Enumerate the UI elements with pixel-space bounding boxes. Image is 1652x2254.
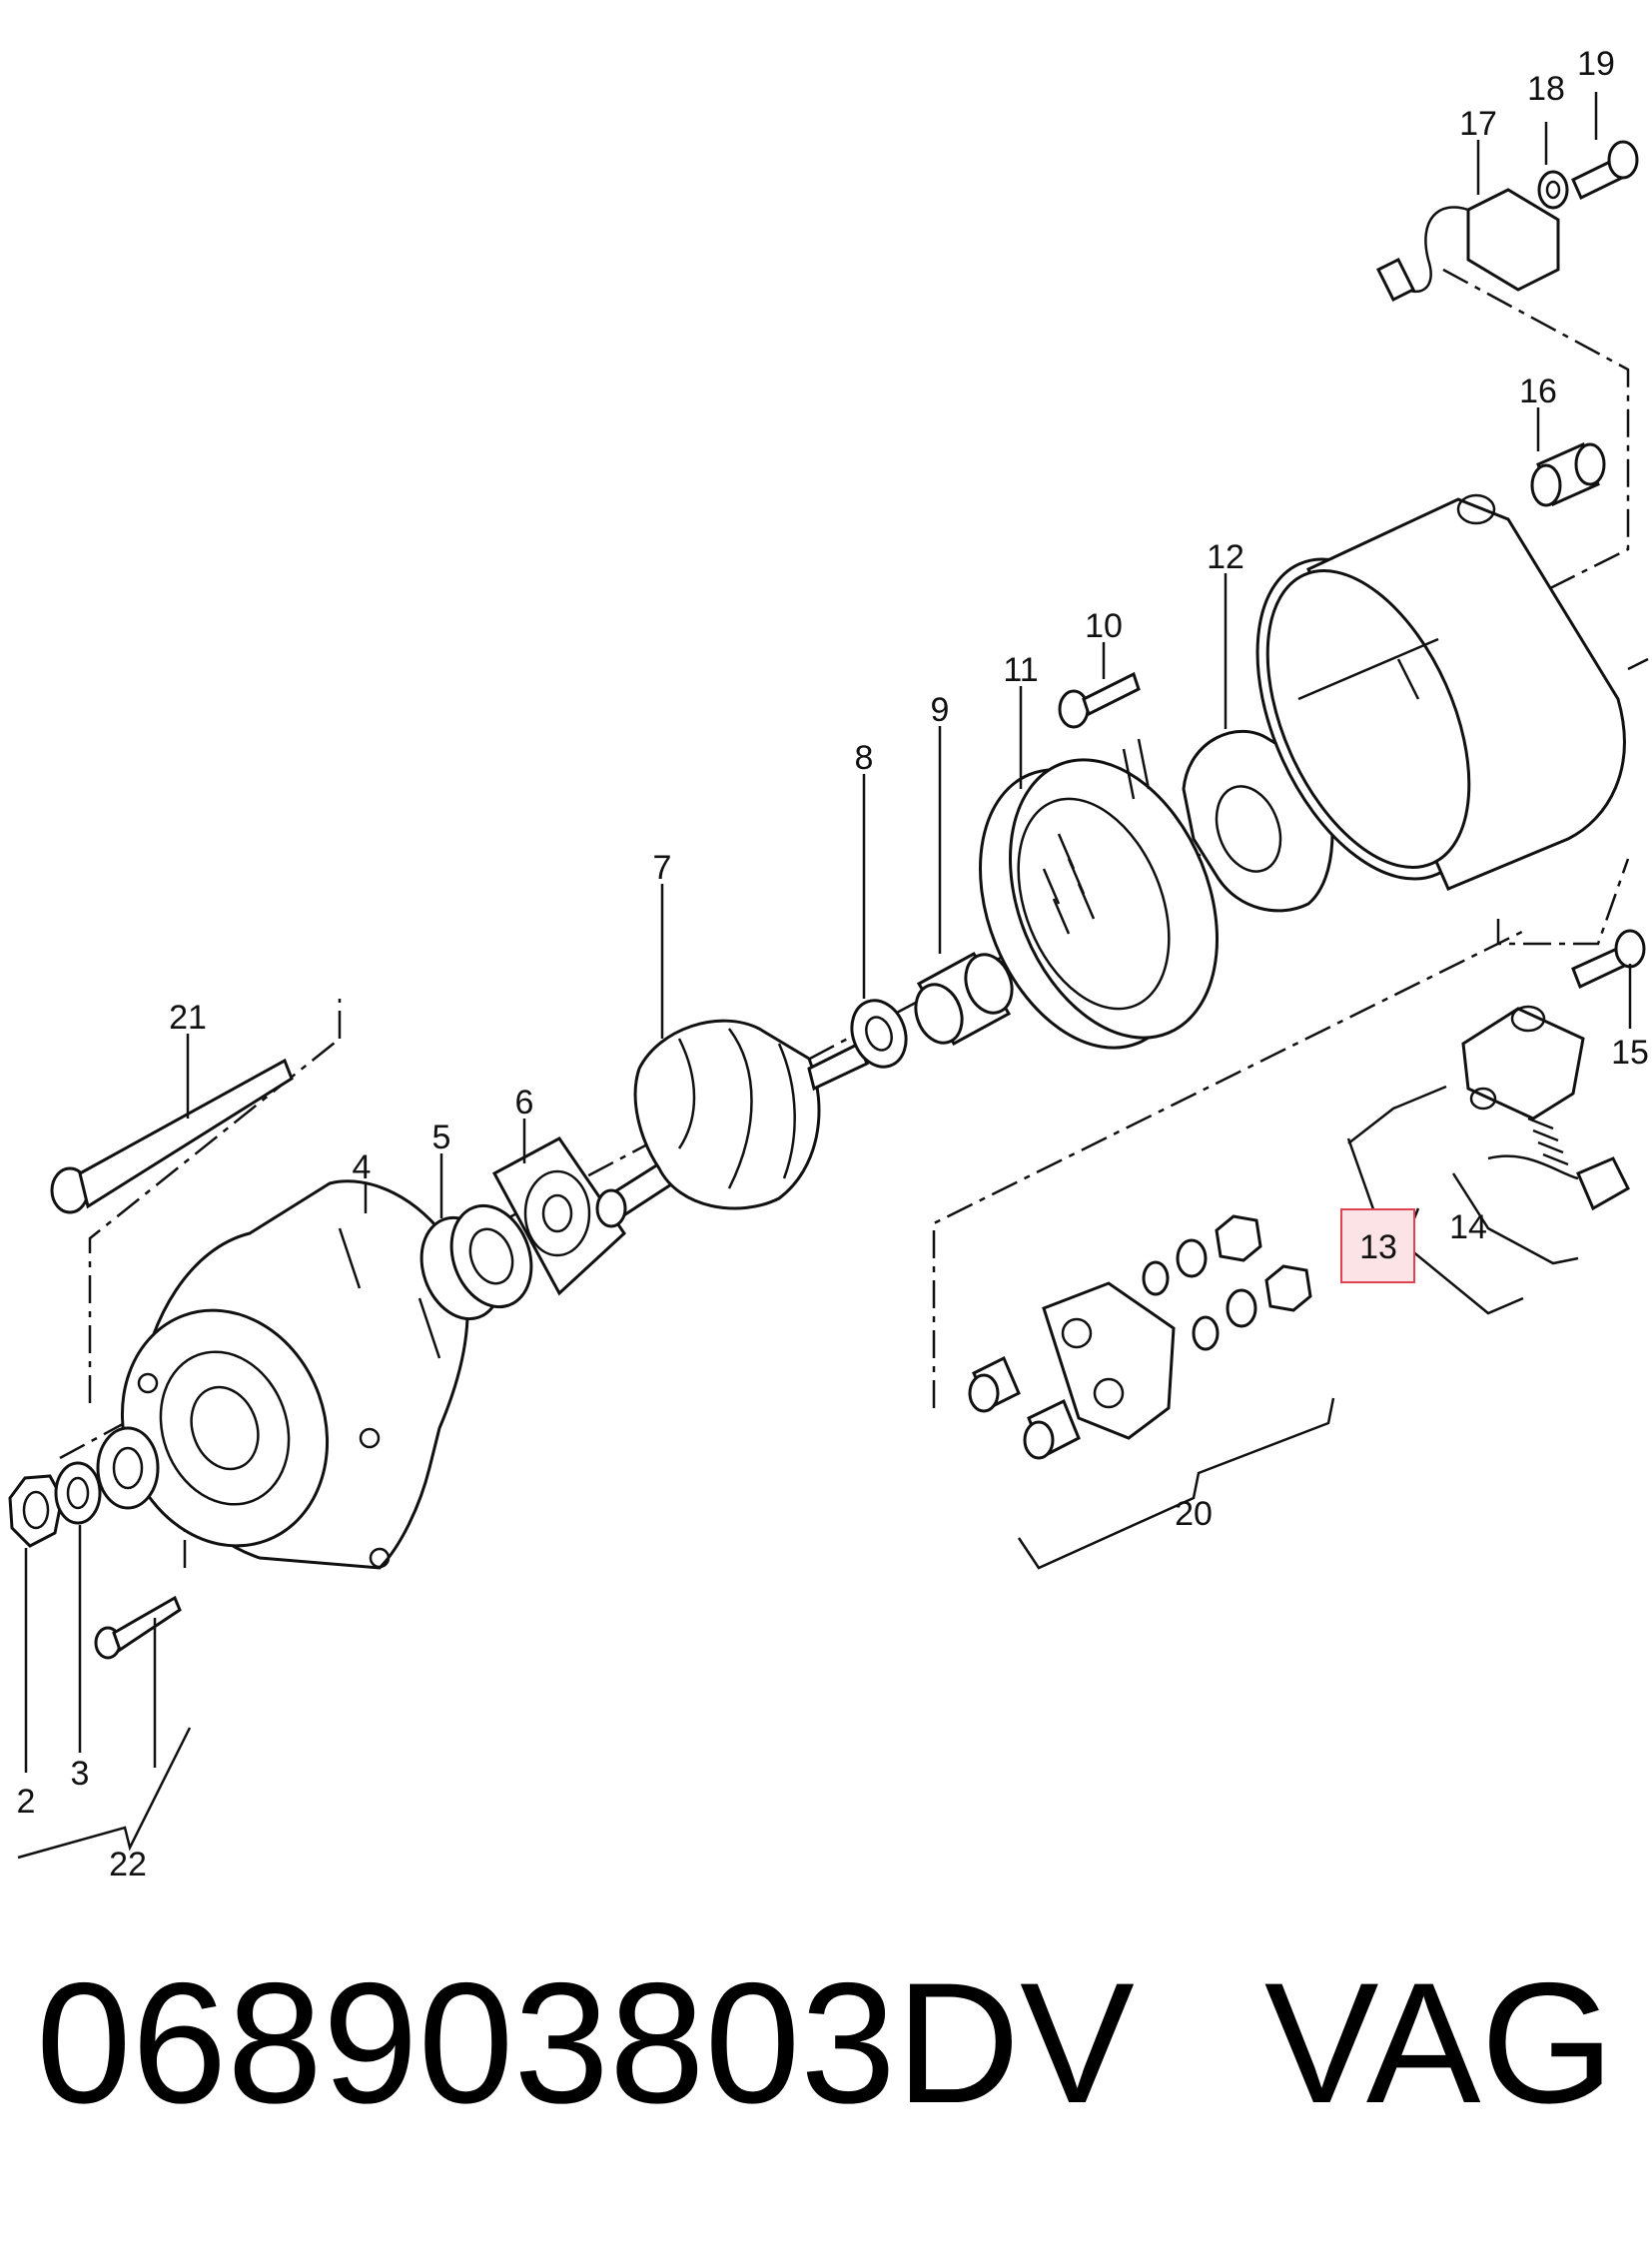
callout-16: 16 bbox=[1519, 373, 1557, 410]
part-10-screw bbox=[1058, 671, 1141, 729]
callout-19: 19 bbox=[1577, 45, 1615, 83]
part-4-drive-end-housing bbox=[120, 1179, 469, 1570]
part-18-washer bbox=[1537, 170, 1569, 210]
part-15-screw bbox=[1571, 929, 1646, 990]
callout-21: 21 bbox=[169, 999, 207, 1037]
callout-4: 4 bbox=[353, 1148, 372, 1186]
spacer-washer bbox=[96, 1426, 160, 1510]
part-11-stator bbox=[979, 758, 1219, 1050]
brand-name: VAG bbox=[1263, 1947, 1615, 2139]
part-19-bolt bbox=[1571, 140, 1639, 201]
callout-8: 8 bbox=[855, 739, 874, 777]
part-16-bushing bbox=[1530, 441, 1606, 507]
callout-10: 10 bbox=[1085, 607, 1123, 645]
callout-11: 11 bbox=[1003, 651, 1038, 689]
part-5-bearing bbox=[419, 1203, 533, 1321]
callout-6: 6 bbox=[515, 1084, 534, 1122]
part-20-repair-kit bbox=[968, 1214, 1312, 1460]
part-13-voltage-regulator bbox=[1461, 1005, 1585, 1121]
part-14-brush-and-spring bbox=[1487, 1117, 1630, 1211]
callout-9: 9 bbox=[931, 691, 950, 729]
callout-13: 13 bbox=[1359, 1228, 1397, 1266]
alternator-exploded-diagram: 2 3 4 5 6 7 8 9 10 11 12 13 14 15 16 17 … bbox=[8, 45, 1649, 1883]
part-9-sleeve bbox=[914, 951, 1014, 1047]
part-3-lock-washer bbox=[54, 1461, 102, 1525]
callout-15: 15 bbox=[1611, 1034, 1649, 1072]
part-2-nut bbox=[8, 1474, 64, 1548]
callout-7: 7 bbox=[653, 849, 672, 887]
callout-leader-lines bbox=[17, 92, 1632, 1860]
part-8-bearing bbox=[850, 999, 908, 1069]
part-7-rotor bbox=[595, 1019, 869, 1228]
mounting-screw bbox=[94, 1595, 182, 1660]
callout-13-highlight bbox=[1340, 1208, 1415, 1283]
slip-ring-end-housing bbox=[1255, 493, 1626, 891]
callout-3: 3 bbox=[71, 1755, 90, 1793]
callout-12: 12 bbox=[1207, 538, 1244, 576]
callout-numbers: 2 3 4 5 6 7 8 9 10 11 12 13 14 15 16 17 … bbox=[17, 45, 1649, 1883]
part-17-capacitor bbox=[1375, 188, 1560, 303]
callout-18: 18 bbox=[1527, 70, 1565, 108]
callout-20: 20 bbox=[1175, 1495, 1213, 1533]
part-21-through-bolt bbox=[50, 1058, 294, 1214]
part-number: 068903803DV bbox=[36, 1947, 1135, 2139]
part-6-retainer-plate bbox=[491, 1136, 626, 1296]
callout-2: 2 bbox=[17, 1783, 36, 1821]
callout-17: 17 bbox=[1459, 105, 1497, 143]
callout-14: 14 bbox=[1449, 1208, 1487, 1246]
callout-5: 5 bbox=[432, 1119, 451, 1156]
callout-22: 22 bbox=[109, 1846, 147, 1883]
